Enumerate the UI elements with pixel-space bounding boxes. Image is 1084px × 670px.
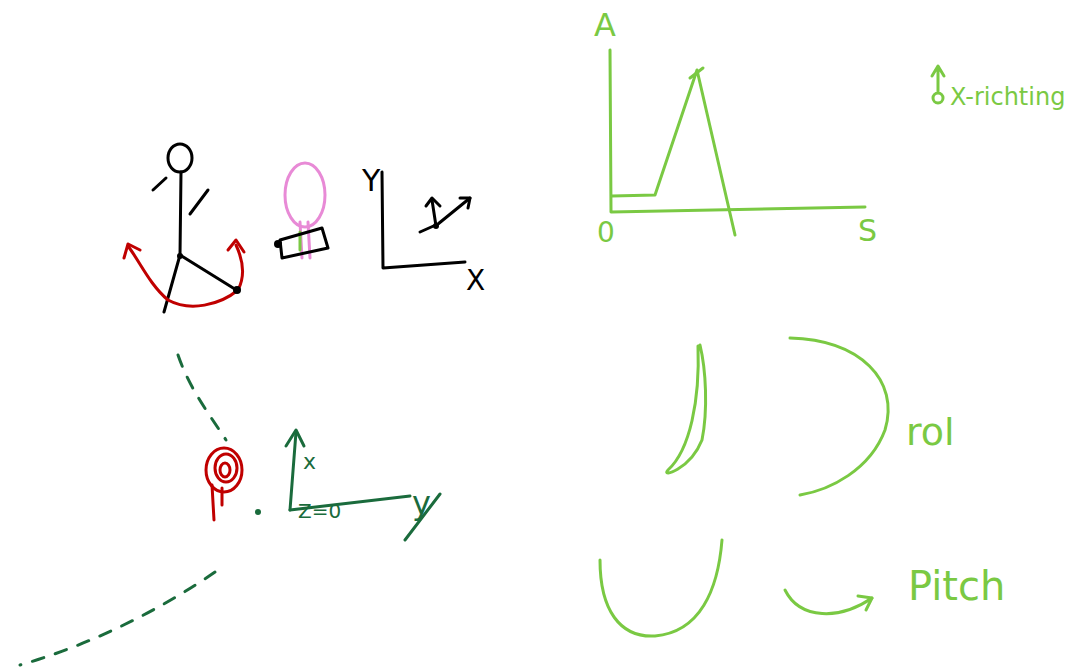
stick-figure: [153, 144, 238, 312]
sketch-label: Pitch: [908, 564, 1005, 608]
shoe-sensor: [280, 228, 328, 258]
lower-axes: [286, 430, 440, 540]
rotation-arrow: [124, 240, 244, 306]
sketch-label: Z=0: [298, 500, 341, 522]
pitch-curves: [600, 540, 872, 636]
sketch-label: 0: [597, 218, 615, 249]
sketch-label: Y: [362, 164, 380, 197]
sketch-label: x: [303, 450, 316, 474]
ball-scribble: [206, 448, 242, 520]
sketch-label: S: [858, 214, 877, 247]
graph: [610, 50, 865, 235]
sketch-label: A: [594, 8, 616, 43]
sketch-label: X: [466, 266, 485, 297]
sketch-label: X-richting: [950, 84, 1065, 110]
sketch-label: y: [412, 486, 431, 521]
direction-symbol: [932, 66, 944, 103]
axes: [382, 172, 470, 268]
sketch-label: rol: [906, 412, 955, 454]
foot-outline: [285, 163, 325, 227]
trajectory: [20, 355, 226, 665]
rol-curves: [667, 338, 888, 495]
